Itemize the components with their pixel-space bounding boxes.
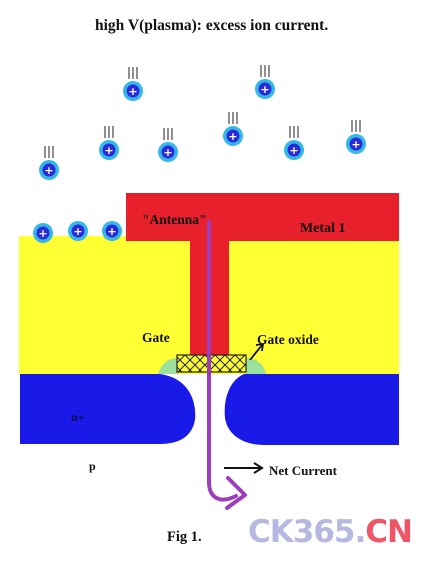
ion-plus-sign: +	[163, 146, 172, 159]
positive-ion	[36, 226, 50, 240]
ion-plus-sign: +	[289, 144, 298, 157]
positive-ion	[349, 137, 363, 151]
diagram-title: high V(plasma): excess ion current.	[95, 17, 329, 34]
metal1-label: Metal 1	[300, 221, 346, 236]
positive-ion	[258, 82, 272, 96]
positive-ion	[42, 163, 56, 177]
ions-group: + + + + + + + + + + +	[33, 65, 366, 243]
antenna-label: "Antenna"	[142, 212, 207, 227]
current-arrowhead	[225, 476, 247, 510]
ion-plus-sign: +	[44, 164, 53, 177]
watermark-logo: CK365.CN	[248, 514, 413, 550]
net-current-arrowhead	[253, 462, 264, 474]
gate-oxide-pointer-head	[255, 342, 265, 352]
gate-oxide-pointer-arrow	[249, 344, 263, 361]
positive-ion	[102, 143, 116, 157]
n-plus-label: n+	[71, 410, 85, 424]
ion-plus-sign: +	[128, 85, 137, 98]
positive-ion	[71, 224, 85, 238]
ion-plus-sign: +	[228, 130, 237, 143]
ion-plus-sign: +	[73, 225, 82, 238]
gate-label: Gate	[142, 330, 170, 345]
gate-oxide-edge-right	[246, 358, 266, 374]
positive-ion	[161, 145, 175, 159]
ion-plus-sign: +	[38, 227, 47, 240]
current-path-arrow	[207, 220, 238, 502]
gate-oxide-label: Gate oxide	[257, 332, 319, 347]
figure-caption: Fig 1.	[167, 529, 202, 545]
net-current-label: Net Current	[269, 463, 337, 478]
metal1-plate	[126, 193, 399, 241]
p-substrate-label: p	[89, 459, 96, 473]
positive-ion	[105, 224, 119, 238]
ion-plus-sign: +	[260, 83, 269, 96]
ion-plus-sign: +	[104, 144, 113, 157]
positive-ion	[126, 84, 140, 98]
gate-block	[176, 354, 247, 373]
positive-ion	[226, 129, 240, 143]
ion-plus-sign: +	[351, 138, 360, 151]
gate-oxide-edge-left	[158, 358, 178, 374]
positive-ion	[287, 143, 301, 157]
n-plus-region	[20, 374, 399, 445]
ion-plus-sign: +	[107, 225, 116, 238]
